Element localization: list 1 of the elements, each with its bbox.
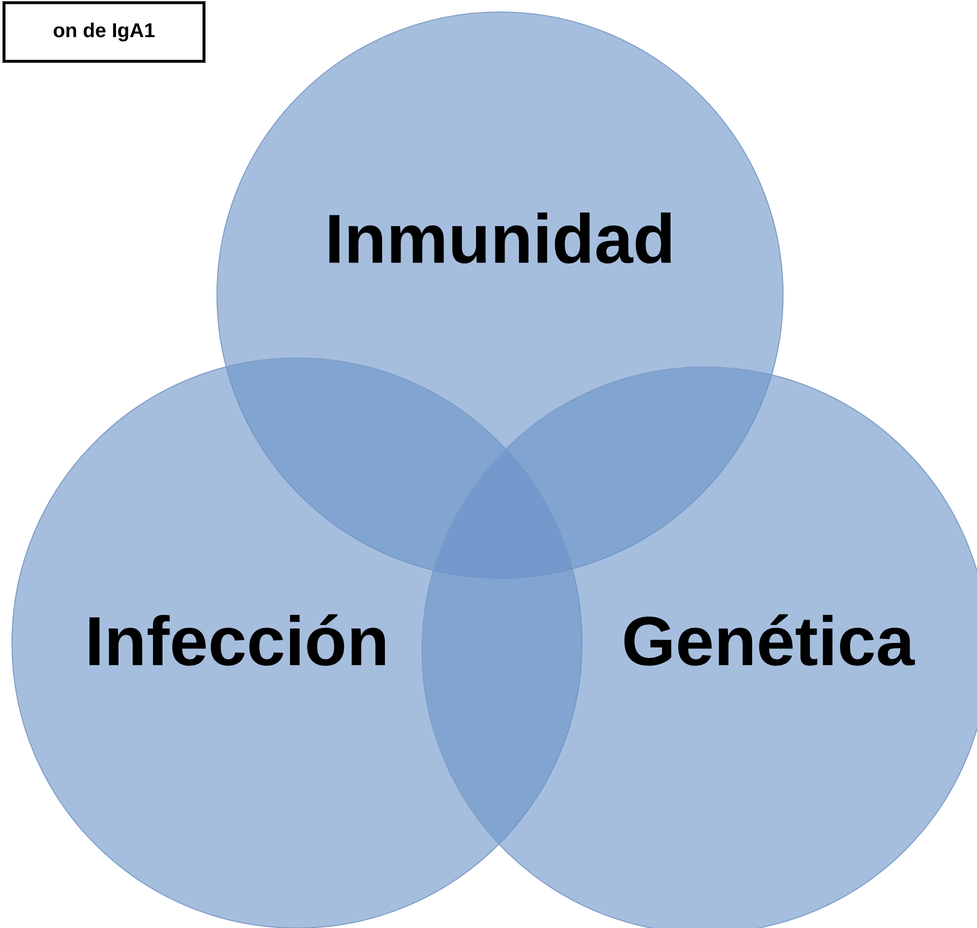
label-box: on de IgA1: [2, 1, 206, 63]
